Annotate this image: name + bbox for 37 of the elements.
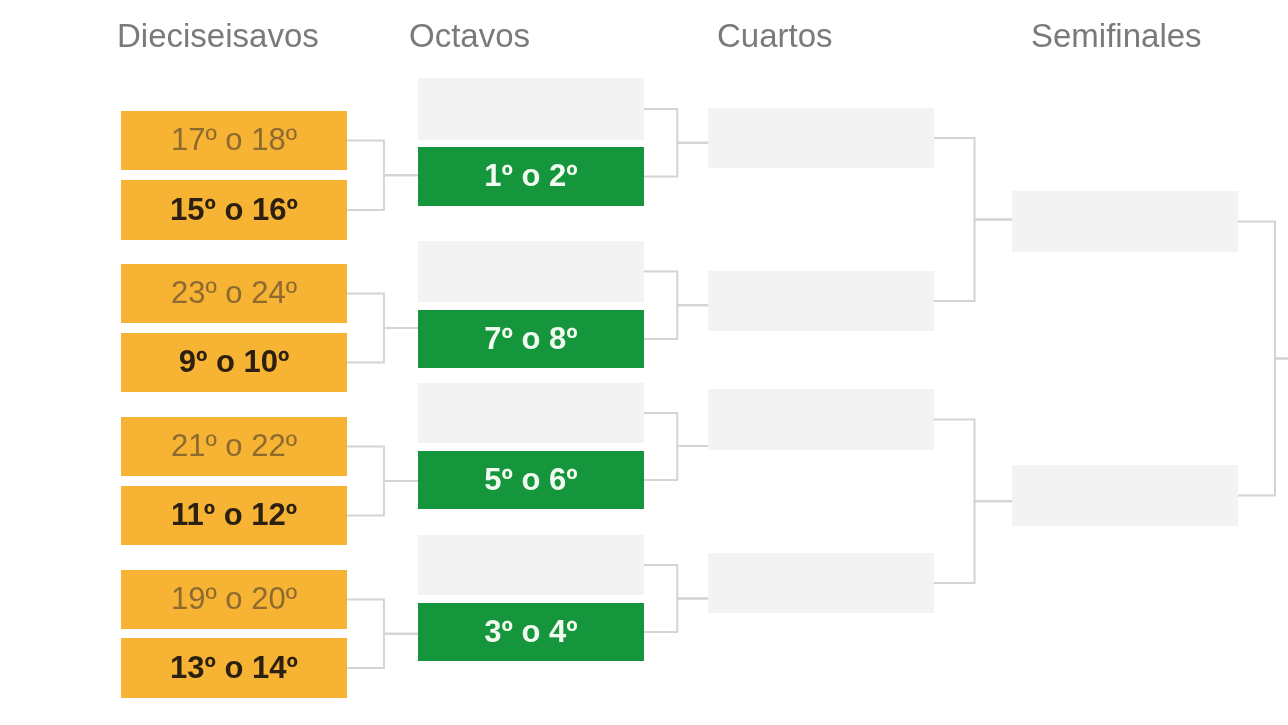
empty-slot	[1012, 191, 1238, 252]
round-heading: Dieciseisavos	[117, 17, 319, 55]
bracket-line	[643, 445, 709, 481]
bracket-line	[933, 218, 1013, 302]
bracket-line	[346, 632, 419, 669]
bracket-line	[643, 141, 709, 178]
seed-slot: 7º o 8º	[418, 310, 644, 368]
bracket-line	[643, 304, 709, 340]
seed-slot: 15º o 16º	[121, 180, 347, 240]
empty-slot	[418, 241, 644, 302]
empty-slot	[1012, 465, 1238, 526]
bracket-line	[1237, 357, 1288, 497]
empty-slot	[708, 271, 934, 331]
bracket-line	[933, 500, 1013, 584]
round-heading: Octavos	[409, 17, 531, 55]
empty-slot	[708, 108, 934, 168]
round-heading: Semifinales	[1031, 17, 1202, 55]
seed-slot: 19º o 20º	[121, 570, 347, 629]
empty-slot	[708, 389, 934, 450]
seed-slot: 21º o 22º	[121, 417, 347, 476]
seed-slot: 11º o 12º	[121, 486, 347, 545]
seed-slot: 13º o 14º	[121, 638, 347, 698]
bracket-line	[643, 597, 709, 633]
empty-slot	[418, 78, 644, 140]
bracket-line	[346, 327, 419, 364]
seed-slot: 1º o 2º	[418, 147, 644, 206]
empty-slot	[418, 383, 644, 443]
seed-slot: 9º o 10º	[121, 333, 347, 392]
empty-slot	[708, 553, 934, 613]
empty-slot	[418, 535, 644, 595]
round-heading: Cuartos	[717, 17, 833, 55]
seed-slot: 5º o 6º	[418, 451, 644, 509]
bracket-line	[346, 480, 419, 517]
seed-slot: 23º o 24º	[121, 264, 347, 323]
seed-slot: 17º o 18º	[121, 111, 347, 170]
seed-slot: 3º o 4º	[418, 603, 644, 661]
bracket-line	[346, 174, 419, 211]
